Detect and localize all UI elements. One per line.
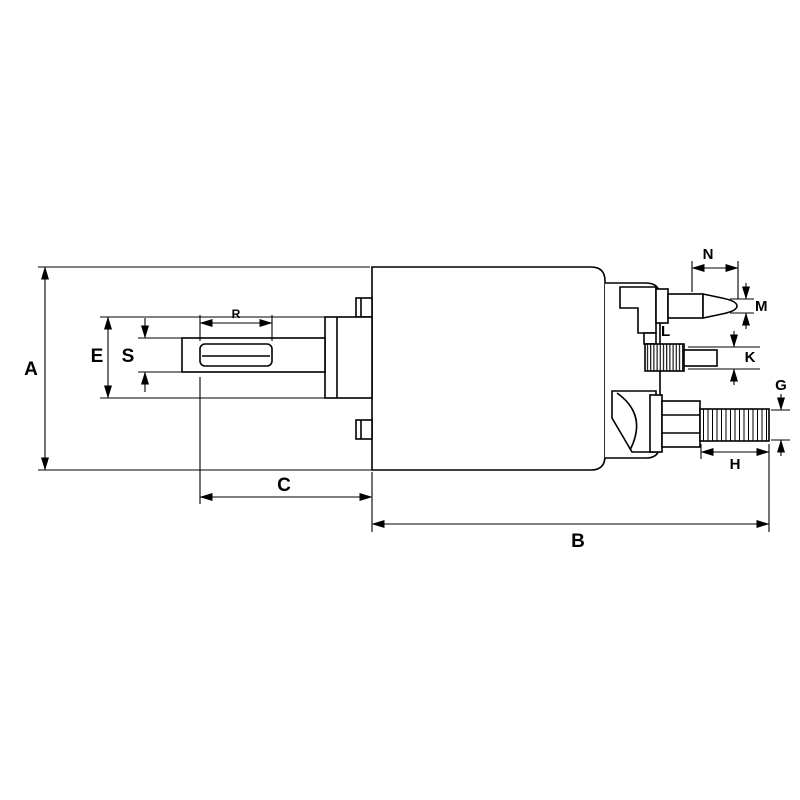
stud-washer <box>649 394 663 453</box>
dim-label-b: B <box>571 531 585 552</box>
terminal-tip <box>702 293 738 319</box>
dimension-k: K <box>688 331 760 385</box>
dimension-c: C <box>199 377 373 532</box>
terminal-bracket <box>643 332 657 345</box>
dimension-g: G <box>771 377 790 456</box>
solenoid-body-group <box>181 266 770 471</box>
lower-support-gusset <box>611 390 657 453</box>
gusset-curve <box>616 392 638 451</box>
terminal-shank <box>667 293 704 319</box>
dimension-e: E <box>91 316 325 399</box>
dimension-a: A <box>24 266 382 471</box>
front-flange <box>324 316 373 399</box>
dim-label-l: L <box>661 323 670 340</box>
dim-label-n: N <box>703 246 714 263</box>
dimension-m: M <box>730 283 768 329</box>
dim-label-r: R <box>232 307 241 321</box>
dim-label-h: H <box>730 456 741 473</box>
dimension-n: N <box>691 246 739 299</box>
dim-label-a: A <box>24 359 38 380</box>
dim-label-c: C <box>277 475 291 496</box>
dim-label-m: M <box>755 298 768 315</box>
terminal-collar <box>655 288 669 324</box>
stud-k-threads <box>644 343 685 372</box>
stud-h-threads <box>699 408 770 442</box>
dimension-s: S <box>122 318 182 392</box>
terminal-mount-block <box>619 286 657 334</box>
dim-label-k: K <box>745 349 756 366</box>
dimension-annotations: A E S R <box>24 246 790 552</box>
dimension-r: R <box>199 307 273 341</box>
dim-label-g: G <box>775 377 787 394</box>
dimension-h: H <box>700 444 770 473</box>
solenoid-housing <box>371 266 606 471</box>
stud-k-tip <box>683 349 718 367</box>
dim-label-e: E <box>91 346 104 367</box>
dim-label-s: S <box>122 346 135 367</box>
dimension-b: B <box>371 444 770 552</box>
dimension-l: L <box>661 323 670 340</box>
shaft-slot <box>199 343 273 367</box>
mounting-tab-top <box>355 297 373 318</box>
stud-hex-nut <box>661 400 701 448</box>
mounting-tab-bottom <box>355 419 373 440</box>
